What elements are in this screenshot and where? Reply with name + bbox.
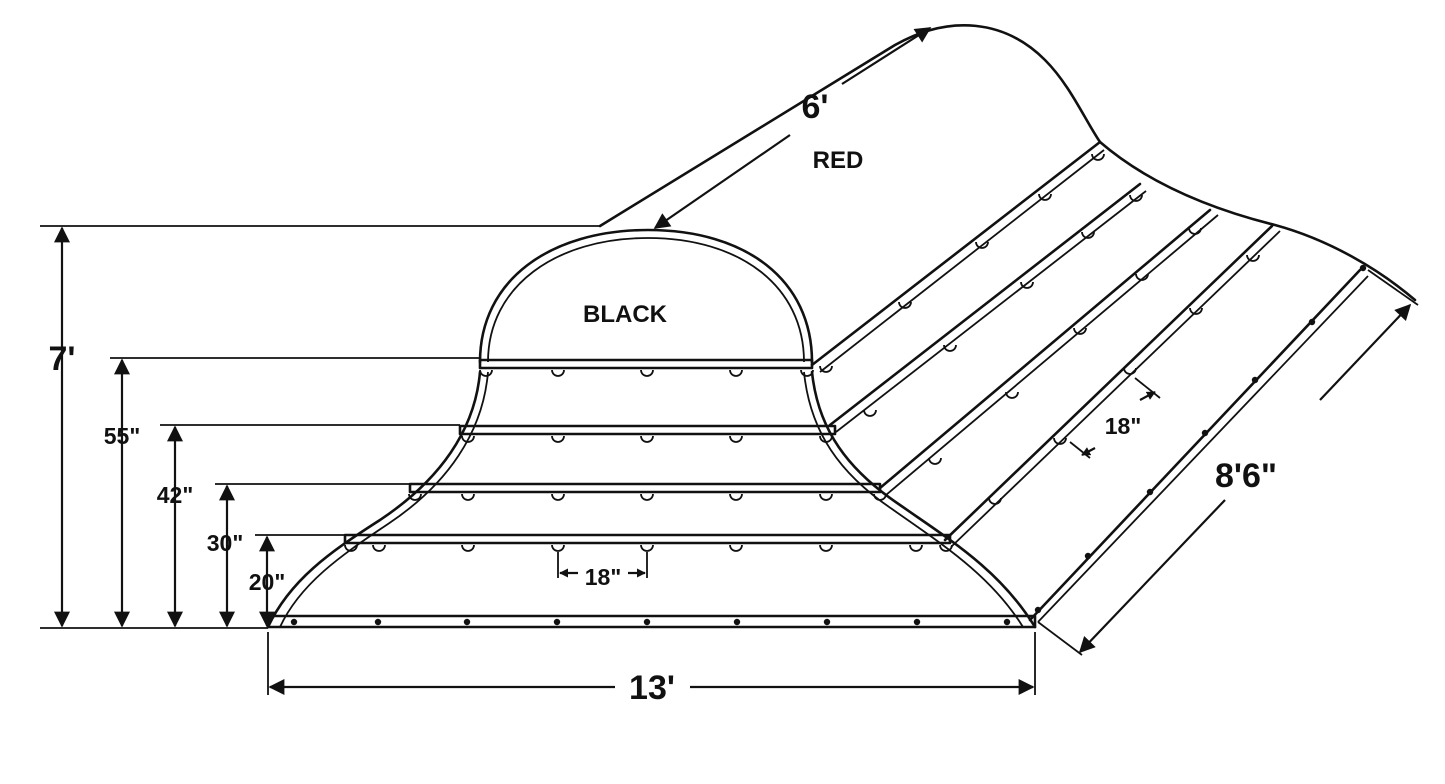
hanging-ring xyxy=(943,344,957,352)
depth-6ft-line-lower xyxy=(653,134,791,229)
hanging-ring xyxy=(1135,273,1149,281)
extension-lines xyxy=(40,225,1036,695)
hanging-ring xyxy=(939,544,953,552)
hanging-ring xyxy=(729,544,743,552)
hanging-ring xyxy=(729,369,743,377)
hanging-ring xyxy=(344,544,358,552)
front-grommet-spacing-label: 18" xyxy=(585,564,622,590)
grommet xyxy=(1308,318,1316,326)
hanging-ring xyxy=(640,369,654,377)
grommet xyxy=(374,618,382,626)
grommet xyxy=(1359,264,1367,272)
side-rings xyxy=(819,153,1260,505)
hanging-ring xyxy=(372,544,386,552)
side-grommet-spacing-label: 18" xyxy=(1105,413,1142,439)
grommet xyxy=(553,618,561,626)
front-right-edge-inner xyxy=(803,371,1024,628)
hanging-ring xyxy=(640,544,654,552)
hanging-ring xyxy=(1129,194,1143,202)
front-left-edge xyxy=(266,370,482,629)
grommet xyxy=(1146,488,1154,496)
back-panel-color-label: RED xyxy=(813,147,864,174)
hanging-ring xyxy=(863,409,877,417)
hanging-ring xyxy=(1005,391,1019,399)
overall-height-label: 7' xyxy=(49,340,76,378)
grommet xyxy=(463,618,471,626)
grommet xyxy=(1251,376,1259,384)
hanging-ring xyxy=(873,493,887,501)
grommet xyxy=(733,618,741,626)
bottom-grommets xyxy=(290,264,1367,626)
front-left-edge-inner xyxy=(279,371,489,628)
grommet xyxy=(643,618,651,626)
hanging-ring xyxy=(909,544,923,552)
hanging-ring xyxy=(551,435,565,443)
tier-height-30-label: 30" xyxy=(207,530,244,556)
hanging-ring xyxy=(729,493,743,501)
hanging-ring xyxy=(729,435,743,443)
side-extension-top xyxy=(1367,269,1419,306)
grommet xyxy=(823,618,831,626)
top-depth-label: 6' xyxy=(802,88,829,126)
hanging-ring xyxy=(1073,327,1087,335)
hanging-ring xyxy=(1188,227,1202,235)
hanging-ring xyxy=(819,365,833,373)
hanging-ring xyxy=(1038,193,1052,201)
hanging-ring xyxy=(640,493,654,501)
hanging-ring xyxy=(988,497,1002,505)
front-panel-color-label: BLACK xyxy=(583,301,668,328)
grommet xyxy=(1084,552,1092,560)
depth-6ft-line-upper xyxy=(841,27,932,85)
front-rings xyxy=(344,369,953,552)
back-ridge-seam-inner xyxy=(819,149,1105,373)
back-panel-right-edge xyxy=(1098,140,1417,302)
grommet xyxy=(1034,606,1042,614)
hanging-ring xyxy=(1246,254,1260,262)
hanging-ring xyxy=(800,369,814,377)
front-width-label: 13' xyxy=(629,669,675,707)
back-ridge-seam xyxy=(810,140,1102,367)
side-extension-bottom xyxy=(1037,621,1083,656)
hanging-ring xyxy=(1020,281,1034,289)
grommet xyxy=(1201,429,1209,437)
hanging-ring xyxy=(551,493,565,501)
grommet xyxy=(290,618,298,626)
tier-height-20-label: 20" xyxy=(249,569,286,595)
hanging-ring xyxy=(975,241,989,249)
hanging-ring xyxy=(551,544,565,552)
hanging-ring xyxy=(461,435,475,443)
side-8ft6-line-upper xyxy=(1319,303,1412,401)
hanging-ring xyxy=(461,493,475,501)
hanging-ring xyxy=(819,493,833,501)
hanging-ring xyxy=(408,493,422,501)
hanging-ring xyxy=(819,435,833,443)
back-panel-outline xyxy=(598,23,1102,228)
side-8ft6-line-lower xyxy=(1078,499,1226,654)
tier-height-42-label: 42" xyxy=(157,482,194,508)
hanging-ring xyxy=(898,301,912,309)
hanging-ring xyxy=(1123,367,1137,375)
hanging-ring xyxy=(1053,437,1067,445)
hanging-ring xyxy=(1081,231,1095,239)
front-hem-bars xyxy=(266,358,1037,629)
tier-height-55-label: 55" xyxy=(104,423,141,449)
front-spacing-dimension xyxy=(557,552,648,578)
hanging-ring xyxy=(640,435,654,443)
front-arch xyxy=(478,228,814,364)
side-hem-lines xyxy=(828,182,1369,623)
hanging-ring xyxy=(1091,153,1105,161)
hanging-ring xyxy=(479,369,493,377)
grommet xyxy=(1003,618,1011,626)
hanging-ring xyxy=(1189,307,1203,315)
side-length-label: 8'6" xyxy=(1215,457,1277,495)
front-arch-inner xyxy=(487,237,805,363)
hanging-ring xyxy=(461,544,475,552)
front-right-edge xyxy=(810,370,1037,629)
hanging-ring xyxy=(551,369,565,377)
hanging-ring xyxy=(819,544,833,552)
side-spacing-dimension xyxy=(1069,377,1161,459)
hanging-ring xyxy=(928,457,942,465)
grommet xyxy=(913,618,921,626)
